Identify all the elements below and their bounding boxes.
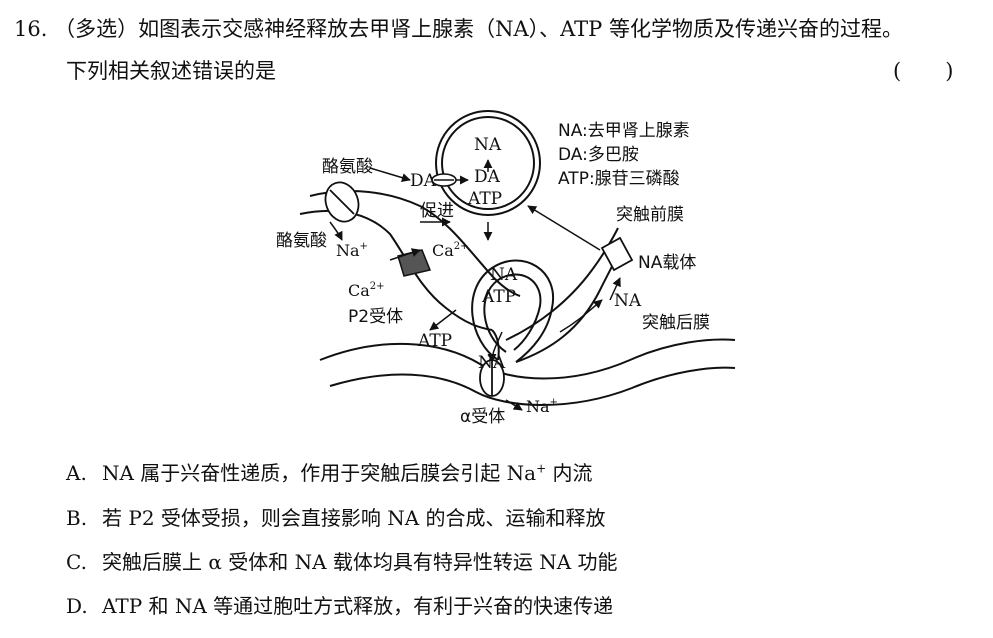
option-a-tail: 内流: [546, 461, 593, 485]
alpha-receptor: [479, 359, 505, 397]
question-stem-2: 下列相关叙述错误的是: [66, 59, 276, 83]
answer-parentheses[interactable]: (): [893, 56, 953, 86]
option-b[interactable]: B. 若 P2 受体受损，则会直接影响 NA 的合成、运输和释放: [66, 503, 606, 533]
option-c[interactable]: C. 突触后膜上 α 受体和 NA 载体均具有特异性转运 NA 功能: [66, 547, 618, 577]
question-type-tag: （多选）: [54, 17, 139, 41]
option-a-letter: A.: [66, 461, 87, 485]
question-number: 16.: [14, 17, 48, 41]
na-carrier: [600, 236, 634, 272]
vesicle-atp: ATP: [467, 189, 502, 209]
tyrosine-transporter: [324, 181, 360, 223]
option-c-text: 突触后膜上 α 受体和 NA 载体均具有特异性转运 NA 功能: [102, 550, 618, 574]
na-ion-left-label: Na+: [336, 241, 368, 260]
atp-left-label: ATP: [417, 331, 452, 351]
ca-upper-label: Ca2+: [432, 241, 469, 260]
vesicle-da: DA: [474, 167, 501, 187]
option-b-letter: B.: [66, 506, 88, 530]
paren-open: (: [893, 59, 902, 83]
vesicle-na: NA: [474, 135, 502, 155]
legend-na: NA:去甲肾上腺素: [558, 121, 690, 141]
postsynaptic-membrane-label: 突触后膜: [642, 313, 710, 333]
na-carrier-label: NA载体: [638, 253, 696, 273]
tyrosine-left-label: 酪氨酸: [276, 231, 327, 251]
na-ion-bottom-label: Na+: [526, 397, 558, 416]
da-label: DA: [410, 171, 437, 191]
option-d-text: ATP 和 NA 等通过胞吐方式释放，有利于兴奋的快速传递: [102, 594, 614, 618]
na-right-label: NA: [614, 291, 642, 311]
cleft-atp-label: ATP: [481, 287, 516, 307]
legend-atp: ATP:腺苷三磷酸: [558, 169, 680, 189]
na-below-label: NA: [478, 353, 506, 373]
option-a-sup: +: [536, 461, 547, 476]
cleft-na-label: NA: [490, 265, 518, 285]
process-arrows: [329, 159, 621, 411]
option-d-letter: D.: [66, 594, 88, 618]
alpha-receptor-label: α受体: [460, 407, 505, 427]
promote-label: 促进: [420, 201, 454, 221]
question-stem-1: 如图表示交感神经释放去甲肾上腺素（NA）、ATP 等化学物质及传递兴奋的过程。: [138, 17, 903, 41]
legend-da: DA:多巴胺: [558, 145, 639, 165]
synapse-diagram: NA:去甲肾上腺素 DA:多巴胺 ATP:腺苷三磷酸 NA DA ATP 酪氨酸…: [276, 110, 736, 427]
option-c-letter: C.: [66, 550, 87, 574]
question-line-2: 下列相关叙述错误的是: [66, 56, 276, 86]
presynaptic-membrane-label: 突触前膜: [616, 205, 684, 225]
option-b-text: 若 P2 受体受损，则会直接影响 NA 的合成、运输和释放: [102, 506, 606, 530]
option-a[interactable]: A. NA 属于兴奋性递质，作用于突触后膜会引起 Na+ 内流: [66, 458, 593, 488]
p2-receptor-label: P2受体: [348, 307, 403, 327]
paren-close: ): [945, 59, 954, 83]
option-d[interactable]: D. ATP 和 NA 等通过胞吐方式释放，有利于兴奋的快速传递: [66, 591, 613, 621]
tyrosine-top-label: 酪氨酸: [322, 157, 373, 177]
option-a-text: NA 属于兴奋性递质，作用于突触后膜会引起 Na: [102, 461, 537, 485]
ca-lower-label: Ca2+: [348, 281, 385, 300]
question-line-1: 16. （多选）如图表示交感神经释放去甲肾上腺素（NA）、ATP 等化学物质及传…: [14, 14, 903, 44]
